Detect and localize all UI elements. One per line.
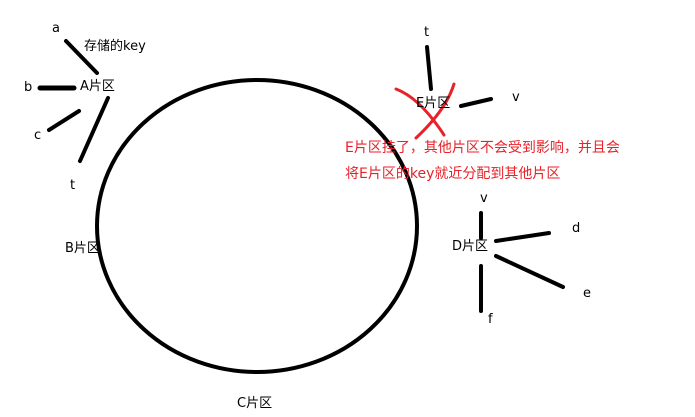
shard-label-c: C片区: [237, 396, 273, 411]
key-label-e: e: [583, 286, 591, 301]
edge-e: [494, 254, 565, 289]
annotation-line-1: E片区挂了，其他片区不会受到影响，并且会: [345, 140, 620, 156]
key-label-a: a: [52, 21, 60, 36]
key-label-c: c: [34, 128, 42, 143]
key-label-v-d: v: [480, 191, 488, 206]
shard-label-e: E片区: [416, 96, 451, 111]
edge-t-a: [78, 96, 110, 163]
hash-ring: [95, 78, 419, 374]
shard-label-b: B片区: [65, 241, 100, 256]
annotation-line-2: 将E片区的key就近分配到其他片区: [345, 166, 561, 182]
shard-label-a: A片区: [80, 79, 115, 94]
key-label-t-e: t: [424, 25, 430, 40]
edge-c: [47, 109, 81, 132]
key-label-v-e: v: [512, 90, 520, 105]
key-label-t-a: t: [70, 178, 76, 193]
edge-d: [494, 231, 551, 243]
key-label-f: f: [488, 312, 493, 327]
stored-key-note: 存储的key: [84, 39, 146, 54]
edge-t-e: [425, 45, 433, 91]
failure-cross-icon: [394, 87, 446, 137]
edge-a: [64, 39, 99, 75]
edge-v-e: [459, 97, 493, 108]
key-label-d: d: [572, 221, 581, 236]
shard-label-d: D片区: [452, 239, 489, 254]
key-label-b: b: [24, 80, 33, 95]
failure-cross-icon-stroke2: [414, 82, 456, 140]
